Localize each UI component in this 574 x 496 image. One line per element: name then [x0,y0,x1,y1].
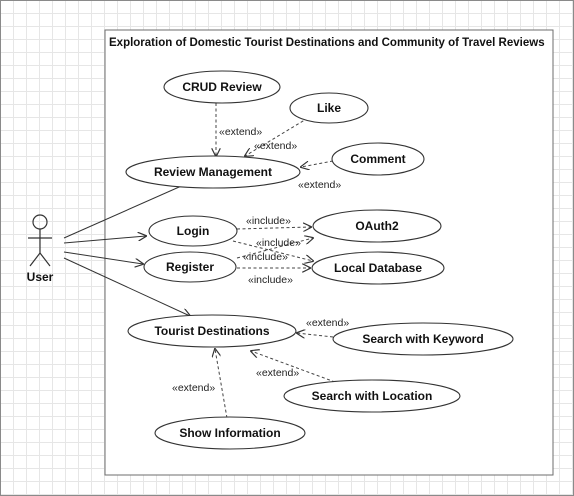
include-arrow-register-oauth [236,238,313,259]
svg-text:Search with Location: Search with Location [312,389,433,403]
use-case-search-with-location[interactable]: Search with Location [283,379,461,413]
svg-text:Show Information: Show Information [179,426,280,440]
svg-text:Like: Like [317,101,341,115]
use-case-local-database[interactable]: Local Database [311,251,445,285]
actor-right-leg [39,252,51,267]
svg-text:Register: Register [166,260,214,274]
use-case-register[interactable]: Register [143,251,237,283]
svg-text:Search with Keyword: Search with Keyword [362,332,483,346]
extend-arrow-like [245,117,309,156]
actor-left-leg [29,252,41,267]
extend-arrow-keyword [297,333,334,337]
actor-label: User [27,270,54,284]
svg-text:Login: Login [177,224,210,238]
stereotype-extend-keyword: «extend» [306,317,349,329]
use-case-show-information[interactable]: Show Information [154,416,306,450]
stereotype-include-login-oauth: «include» [246,215,291,227]
svg-text:Comment: Comment [350,152,405,166]
use-case-review-management[interactable]: Review Management [125,155,301,189]
stereotype-extend-crud: «extend» [219,126,262,138]
use-case-login[interactable]: Login [148,215,238,247]
svg-text:CRUD Review: CRUD Review [182,80,262,94]
association-tourist-destinations [63,257,190,316]
stereotype-extend-show-info: «extend» [172,382,215,394]
use-case-tourist-destinations[interactable]: Tourist Destinations [127,314,297,348]
use-case-comment[interactable]: Comment [331,142,425,176]
include-arrow-login-local [232,240,313,261]
use-case-like[interactable]: Like [289,92,369,124]
use-case-crud-review[interactable]: CRUD Review [163,70,281,104]
svg-text:OAuth2: OAuth2 [355,219,399,233]
system-boundary-title: Exploration of Domestic Tourist Destinat… [109,37,545,49]
association-login [63,236,146,244]
extend-arrow-show-info [215,349,228,419]
svg-text:Local Database: Local Database [334,261,422,275]
stereotype-include-login-local: «include» [256,237,301,249]
use-case-oauth2[interactable]: OAuth2 [312,209,442,243]
use-case-search-with-keyword[interactable]: Search with Keyword [332,322,514,356]
actor-user[interactable]: User [27,214,54,284]
stereotype-include-register-oauth: «include» [243,251,288,263]
stereotype-extend-like: «extend» [254,140,297,152]
svg-text:Review Management: Review Management [154,165,272,179]
actor-head [32,214,48,230]
stereotype-include-register-local: «include» [248,274,293,286]
association-register [63,251,143,264]
include-arrow-login-oauth [236,227,311,229]
svg-text:Tourist Destinations: Tourist Destinations [154,324,269,338]
extend-arrow-location [251,351,336,383]
stereotype-extend-comment: «extend» [298,179,341,191]
stereotype-extend-location: «extend» [256,367,299,379]
